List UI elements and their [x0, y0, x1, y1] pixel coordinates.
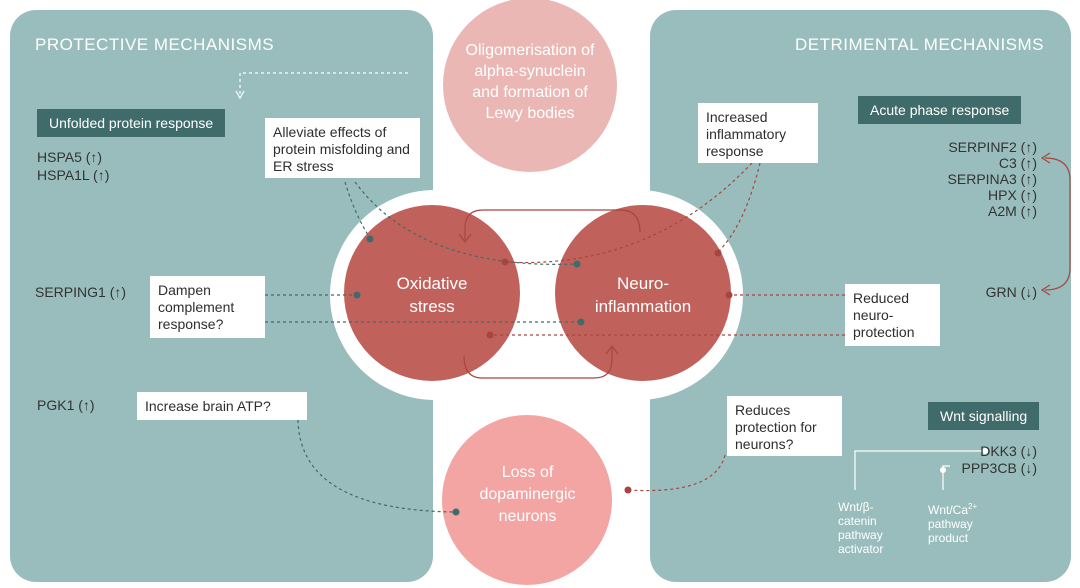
gene-c3: C3 (↑) — [998, 155, 1037, 171]
dot-oxidative-1 — [366, 235, 374, 243]
wnt-ca-dot — [940, 467, 946, 473]
reduces-protection-box: Reduces protection for neurons? — [727, 396, 842, 456]
dot-oxidative-2 — [353, 291, 361, 299]
wnt-ca-connector — [942, 465, 950, 490]
oligomerisation-circle — [443, 0, 617, 172]
gene-hspa1l: HSPA1L (↑) — [37, 167, 110, 183]
gene-serpinf2: SERPINF2 (↑) — [948, 139, 1037, 155]
gene-hpx: HPX (↑) — [988, 187, 1037, 203]
gene-a2m: A2M (↑) — [988, 203, 1037, 219]
wnt-beta-connector — [854, 450, 985, 490]
connector-inflam-neuro — [717, 162, 761, 253]
cycle-arrow-top-head — [458, 233, 472, 243]
loss-neurons-label: Loss of dopaminergic neurons — [479, 464, 576, 525]
connector-reduces-loss — [627, 454, 726, 492]
wnt-beta-catenin-label: Wnt/β-catenin pathway activator — [838, 500, 884, 556]
bracket-top-head — [1040, 152, 1051, 164]
dot-neuro-4 — [725, 291, 733, 299]
cycle-arrow-bottom — [463, 348, 613, 379]
gene-grn: GRN (↓) — [985, 284, 1037, 300]
oligomerisation-label: Oligomerisation of alpha-synuclein and f… — [465, 42, 595, 122]
gene-serpina3: SERPINA3 (↑) — [947, 171, 1037, 187]
oxidative-stress-circle — [344, 205, 520, 381]
connector-alleviate-oxidative — [344, 181, 371, 239]
protective-title: PROTECTIVE MECHANISMS — [35, 35, 275, 54]
dot-neuro-1 — [573, 260, 581, 268]
neuroinflammation-circle — [555, 205, 731, 381]
connector-title-arrowhead — [235, 90, 245, 100]
acute-phase-tag: Acute phase response — [858, 96, 1022, 124]
wnt-beta-dot — [982, 448, 988, 454]
connector-alleviate-neuro — [354, 181, 577, 265]
cycle-arrow-top — [464, 209, 641, 240]
cycle-arrow-bottom-head — [605, 345, 619, 355]
dampen-box: Dampen complement response? — [150, 276, 265, 338]
wnt-ca-main: Wnt/Ca — [928, 503, 969, 517]
loss-neurons-circle — [442, 415, 612, 585]
wnt-ca-superscript: 2+ — [968, 502, 978, 511]
wnt-ca-label: Wnt/Ca2+ pathway product — [928, 500, 988, 545]
connector-title-to-upr — [239, 72, 408, 97]
reduced-neuroprotection-box: Reduced neuro-protection — [845, 284, 940, 346]
dot-loss-2 — [624, 486, 632, 494]
wnt-tag: Wnt signalling — [928, 402, 1040, 430]
gene-pgk1: PGK1 (↑) — [37, 397, 95, 413]
connector-inflam-oxidative — [504, 162, 753, 264]
dot-loss-1 — [452, 508, 460, 516]
bracket-bottom-head — [1040, 284, 1051, 296]
wnt-ca-rest: pathway product — [928, 517, 973, 545]
oxidative-label: Oxidative stress — [396, 274, 468, 316]
alleviate-box: Alleviate effects of protein misfolding … — [265, 118, 420, 178]
gene-dkk3: DKK3 (↓) — [980, 443, 1037, 459]
dot-oxidative-3 — [501, 258, 509, 266]
dot-neuro-2 — [577, 318, 585, 326]
gene-ppp3cb: PPP3CB (↓) — [961, 460, 1037, 476]
gene-hspa5: HSPA5 (↑) — [37, 149, 103, 165]
bracket-c3-grn — [1044, 157, 1071, 291]
dot-oxidative-4 — [486, 331, 494, 339]
detrimental-title: DETRIMENTAL MECHANISMS — [795, 35, 1045, 54]
gene-serping1: SERPING1 (↑) — [35, 284, 127, 300]
neuroinflammation-label: Neuro-inflammation — [594, 274, 692, 316]
atp-box: Increase brain ATP? — [137, 392, 307, 420]
dot-neuro-3 — [714, 249, 722, 257]
upr-tag: Unfolded protein response — [37, 109, 226, 137]
connector-atp-loss — [297, 419, 456, 513]
inflammatory-box: Increased inflammatory response — [698, 103, 818, 163]
